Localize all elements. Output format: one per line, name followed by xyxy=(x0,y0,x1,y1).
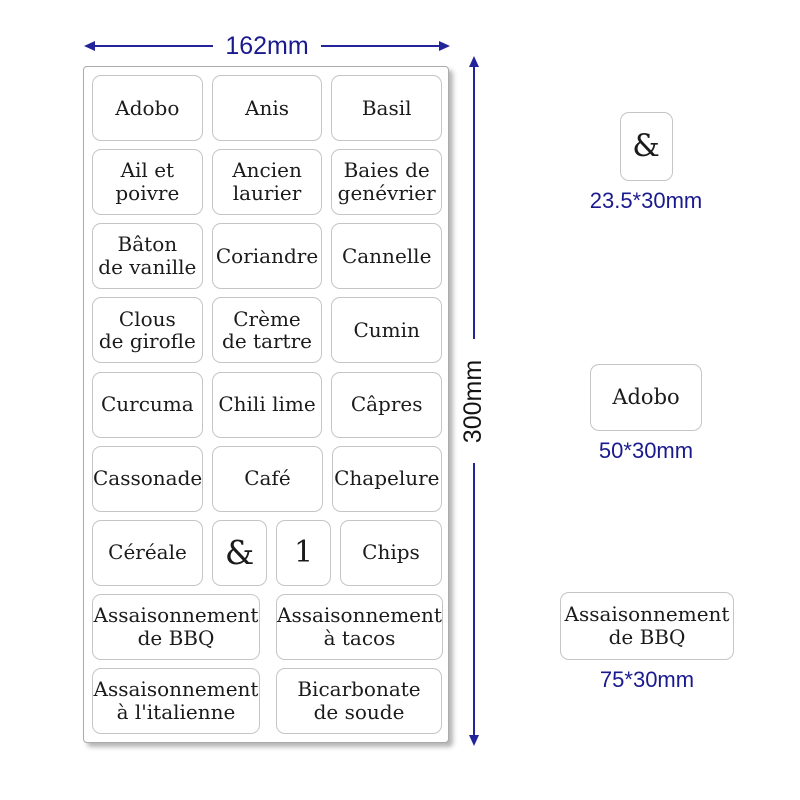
arrow-up-icon xyxy=(469,56,479,339)
label-grid: Adobo Anis Basil Ail et poivre Ancien la… xyxy=(92,75,443,734)
sample-label-medium-box: Adobo xyxy=(590,364,702,431)
label-cell: Cannelle xyxy=(331,223,443,290)
label-row: Assaisonnement de BBQ Assaisonnement à t… xyxy=(92,593,443,660)
label-row: Cassonade Café Chapelure xyxy=(92,445,442,512)
label-cell: Chapelure xyxy=(331,445,442,512)
label-row: Assaisonnement à l'italienne Bicarbonate… xyxy=(92,668,442,734)
label-row: Clous de girofle Crème de tartre Cumin xyxy=(92,297,443,364)
label-cell: Crème de tartre xyxy=(211,297,323,364)
label-cell: Assaisonnement à tacos xyxy=(276,593,443,660)
arrow-right-icon xyxy=(320,41,451,51)
width-dimension: 162mm xyxy=(83,31,451,60)
label-cell: Baies de genévrier xyxy=(331,149,443,216)
label-cell: Cumin xyxy=(331,297,443,364)
label-cell: Clous de girofle xyxy=(92,297,203,364)
label-cell: Adobo xyxy=(92,75,203,141)
arrow-left-icon xyxy=(83,41,214,51)
sample-label-medium-size: 50*30mm xyxy=(598,438,694,463)
label-cell: Ancien laurier xyxy=(211,149,323,216)
label-row: Adobo Anis Basil xyxy=(92,75,443,141)
label-cell: Bâton de vanille xyxy=(92,223,203,290)
label-cell: Curcuma xyxy=(92,371,203,438)
label-cell: Câpres xyxy=(331,371,443,438)
sample-label-large: Assaisonnement de BBQ 75*30mm xyxy=(560,592,734,691)
label-cell: Céréale xyxy=(92,519,203,586)
width-dimension-label: 162mm xyxy=(225,31,309,60)
label-cell: Café xyxy=(212,445,323,512)
sample-label-small-box: & xyxy=(619,112,673,181)
label-row: Ail et poivre Ancien laurier Baies de ge… xyxy=(92,149,443,216)
sample-label-medium: Adobo 50*30mm xyxy=(586,364,706,462)
label-cell: Coriandre xyxy=(211,223,323,290)
label-cell: Bicarbonate de soude xyxy=(276,668,442,734)
height-dimension-label: 300mm xyxy=(459,359,488,443)
sample-label-large-box: Assaisonnement de BBQ xyxy=(560,592,734,660)
label-row: Bâton de vanille Coriandre Cannelle xyxy=(92,223,443,290)
arrow-down-icon xyxy=(469,463,479,746)
sample-label-large-size: 75*30mm xyxy=(599,667,695,692)
label-cell-number: 1 xyxy=(276,519,331,586)
sample-label-small-size: 23.5*30mm xyxy=(589,188,703,213)
label-cell-ampersand: & xyxy=(212,519,267,586)
label-cell: Chili lime xyxy=(211,371,323,438)
label-cell: Assaisonnement à l'italienne xyxy=(92,668,260,734)
label-cell: Ail et poivre xyxy=(92,149,203,216)
label-cell: Chips xyxy=(340,519,442,586)
label-row: Céréale & 1 Chips xyxy=(92,519,442,586)
sample-label-small: & 23.5*30mm xyxy=(586,112,706,212)
label-cell: Assaisonnement de BBQ xyxy=(92,593,260,660)
label-row: Curcuma Chili lime Câpres xyxy=(92,371,443,438)
height-dimension: 300mm xyxy=(459,56,488,746)
label-sheet: Adobo Anis Basil Ail et poivre Ancien la… xyxy=(83,66,449,743)
label-cell: Basil xyxy=(331,75,443,141)
label-cell: Anis xyxy=(211,75,323,141)
label-cell: Cassonade xyxy=(92,445,204,512)
